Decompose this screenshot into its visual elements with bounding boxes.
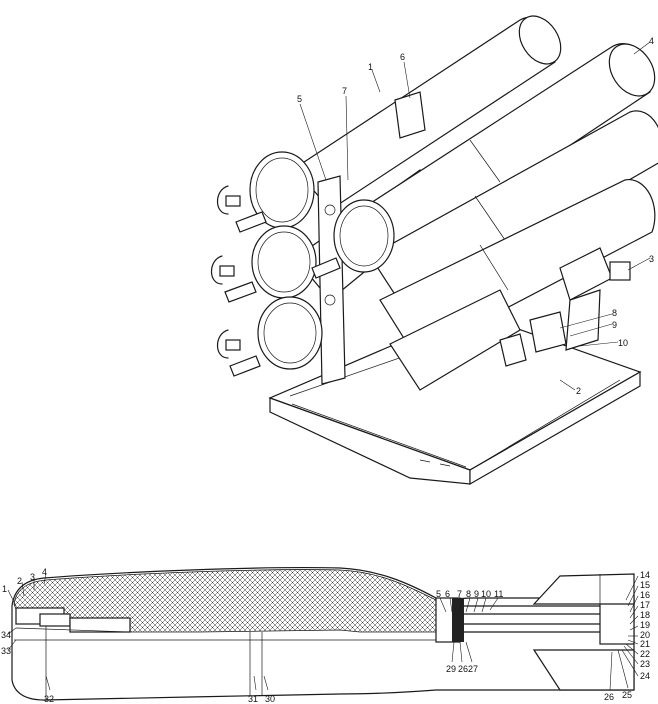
bomb-label: 30 — [265, 694, 275, 704]
bomb-label: 10 — [481, 589, 491, 599]
bomb-label: 27 — [468, 664, 478, 674]
launcher-assembly: 1 2 3 4 5 6 7 8 9 10 — [210, 15, 658, 486]
tube-muzzle-middle-left — [251, 225, 317, 299]
tube-muzzle-lower-left — [257, 296, 323, 370]
bomb-label: 18 — [640, 610, 650, 620]
bomb-label: 7 — [457, 589, 462, 599]
bomb-label: 1 — [2, 584, 7, 594]
bomb-label: 31 — [248, 694, 258, 704]
latch-hooks — [210, 185, 241, 359]
launcher-leader-lines — [299, 41, 651, 391]
bomb-label: 29 — [446, 664, 456, 674]
launcher-part-labels: 1 2 3 4 5 6 7 8 9 10 — [297, 36, 654, 396]
launcher-label: 1 — [368, 62, 373, 72]
launcher-label: 6 — [400, 52, 405, 62]
launch-tube-rear-upper — [294, 15, 562, 211]
support-fittings — [499, 311, 567, 367]
launch-tube-right-1 — [359, 43, 656, 263]
launch-tube-right-2 — [369, 110, 658, 311]
launch-tube-right-3 — [379, 179, 656, 357]
rear-support-3 — [559, 247, 631, 351]
launcher-base-frame — [268, 311, 642, 486]
bomb-label: 16 — [640, 590, 650, 600]
launcher-label: 7 — [342, 86, 347, 96]
bomb-label: 5 — [436, 589, 441, 599]
bomb-part-labels: 1 2 3 4 5 6 7 8 9 10 11 14 15 16 17 18 1… — [1, 567, 650, 704]
launcher-label: 10 — [618, 338, 628, 348]
bomb-label: 3 — [30, 572, 35, 582]
launcher-label: 2 — [576, 386, 581, 396]
bomb-label: 8 — [466, 589, 471, 599]
bomb-label: 4 — [42, 567, 47, 577]
bomb-label: 11 — [494, 589, 503, 599]
launcher-label: 8 — [612, 308, 617, 318]
bomb-label: 15 — [640, 580, 650, 590]
bomb-label: 21 — [640, 639, 650, 649]
bomb-label: 32 — [44, 694, 54, 704]
bomb-label: 26 — [604, 692, 614, 702]
tube-muzzle-upper-right — [333, 199, 395, 273]
tube-muzzle-upper-left — [249, 151, 315, 229]
launcher-label: 9 — [612, 320, 617, 330]
bomb-label: 6 — [445, 589, 450, 599]
bomb-label: 19 — [640, 620, 650, 630]
bomb-label: 22 — [640, 649, 650, 659]
bomb-label: 24 — [640, 671, 650, 681]
projectile-tips — [224, 211, 341, 377]
body-bands — [45, 626, 263, 700]
bomb-label: 14 — [640, 570, 650, 580]
bomb-label: 17 — [640, 600, 650, 610]
bomb-label: 33 — [1, 646, 11, 656]
bomb-label: 20 — [640, 630, 650, 640]
nose-section — [14, 607, 436, 641]
bomb-cross-section: 1 2 3 4 5 6 7 8 9 10 11 14 15 16 17 18 1… — [1, 567, 650, 704]
launcher-label: 3 — [649, 254, 654, 264]
bomb-label: 2 — [17, 576, 22, 586]
launcher-label: 5 — [297, 94, 302, 104]
launcher-label: 4 — [649, 36, 654, 46]
bomb-label: 25 — [622, 690, 632, 700]
tail-fins — [532, 573, 635, 691]
launch-tube-right-4 — [389, 289, 521, 391]
bomb-label: 34 — [1, 630, 11, 640]
bomb-label: 26 — [458, 664, 468, 674]
bomb-label: 9 — [474, 589, 479, 599]
bomb-leader-lines — [7, 573, 639, 691]
bomb-label: 23 — [640, 659, 650, 669]
